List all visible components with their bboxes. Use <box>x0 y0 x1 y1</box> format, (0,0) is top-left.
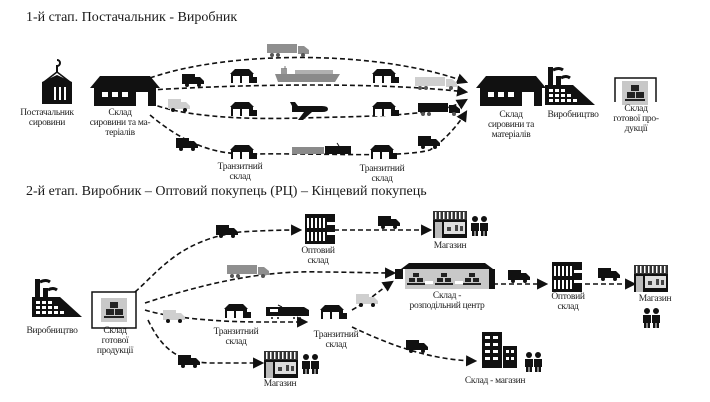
small-warehouse-icon <box>372 102 399 116</box>
customers-icon <box>643 308 660 328</box>
delivery-van-icon <box>178 355 200 368</box>
label-shop-2: Магазин <box>638 294 672 304</box>
route-s2-transit-dc <box>351 280 394 311</box>
delivery-van-icon <box>508 270 530 283</box>
building-icon <box>482 332 517 368</box>
truck-light-icon <box>415 77 457 90</box>
truck-trailer-icon <box>267 44 309 57</box>
wholesale-warehouse-icon <box>305 214 335 244</box>
wholesale-warehouse-icon <box>552 262 582 292</box>
delivery-van-icon <box>216 225 238 238</box>
small-warehouse-icon <box>230 102 257 116</box>
transit-warehouse-icon <box>230 145 257 159</box>
delivery-van-icon <box>406 340 428 353</box>
finished-goods-box-icon <box>91 291 137 329</box>
cargo-ship-icon <box>275 66 340 82</box>
route-s1-bottom <box>149 110 468 156</box>
label-warehouse-store: Склад - магазин <box>464 376 526 386</box>
stage2-title: 2-й етап. Виробник – Оптовий покупець (Р… <box>26 184 427 199</box>
route-s2-dc <box>144 267 397 304</box>
delivery-van-icon <box>356 294 378 307</box>
label-shop-3: Магазин <box>263 379 297 389</box>
delivery-van-icon <box>418 136 440 149</box>
label-finished-goods-s1: Склад готової про- дукції <box>613 104 659 134</box>
transit-warehouse-icon <box>320 305 347 319</box>
transit-warehouse-icon <box>370 145 397 159</box>
label-finished-goods-s2: Склад готової продукції <box>96 326 134 356</box>
label-transit-2: Транзитний склад <box>359 164 405 184</box>
delivery-van-icon <box>168 99 190 112</box>
route-s1-top <box>149 56 469 85</box>
label-raw-warehouse-left: Склад сировини та ма- теріалів <box>89 108 151 138</box>
customers-icon <box>302 354 319 374</box>
route-s2-transit <box>144 309 309 328</box>
label-production-s1: Виробництво <box>547 110 599 120</box>
route-s2-store <box>351 326 478 367</box>
truck-trailer-icon <box>227 265 269 278</box>
label-production-s2: Виробництво <box>26 326 78 336</box>
route-s2-shop <box>147 319 265 369</box>
label-transit-s2-1: Транзитний склад <box>213 327 259 347</box>
label-distribution-center: Склад - розподільний центр <box>409 291 485 311</box>
route-s2-wholesale <box>134 224 303 293</box>
customers-icon <box>525 352 542 372</box>
label-shop-1: Магазин <box>433 241 467 251</box>
shop-icon <box>264 351 298 378</box>
raw-warehouse-icon <box>90 76 160 106</box>
train-icon <box>292 142 351 154</box>
factory-icon <box>543 65 597 107</box>
factory-icon <box>30 277 84 319</box>
delivery-van-icon <box>182 74 204 87</box>
small-warehouse-icon <box>230 69 257 83</box>
raw-warehouse-icon <box>476 76 546 106</box>
container-crane-icon <box>42 59 72 104</box>
label-supplier: Постачальник сировини <box>20 108 74 128</box>
label-wholesale-1: Оптовий склад <box>301 246 335 266</box>
shop-icon <box>433 211 467 238</box>
route-s1-2 <box>149 84 469 97</box>
delivery-van-icon <box>598 268 620 281</box>
label-raw-warehouse-right: Склад сировини та матеріалів <box>487 110 535 140</box>
customers-icon <box>471 216 488 236</box>
label-transit-s2-2: Транзитний склад <box>313 330 359 350</box>
label-wholesale-2: Оптовий склад <box>551 292 585 312</box>
delivery-van-icon <box>176 138 198 151</box>
transit-warehouse-icon <box>224 304 251 318</box>
stage1-title: 1-й стап. Постачальник - Виробник <box>26 10 238 25</box>
small-warehouse-icon <box>372 69 399 83</box>
airplane-icon <box>290 102 328 120</box>
distribution-center-icon <box>395 263 495 289</box>
delivery-van-icon <box>378 216 400 229</box>
shop-icon <box>634 265 668 292</box>
delivery-van-icon <box>163 310 185 323</box>
finished-goods-box-icon <box>614 77 657 105</box>
label-transit-1: Транзитний склад <box>217 162 263 182</box>
train-icon <box>265 304 310 320</box>
